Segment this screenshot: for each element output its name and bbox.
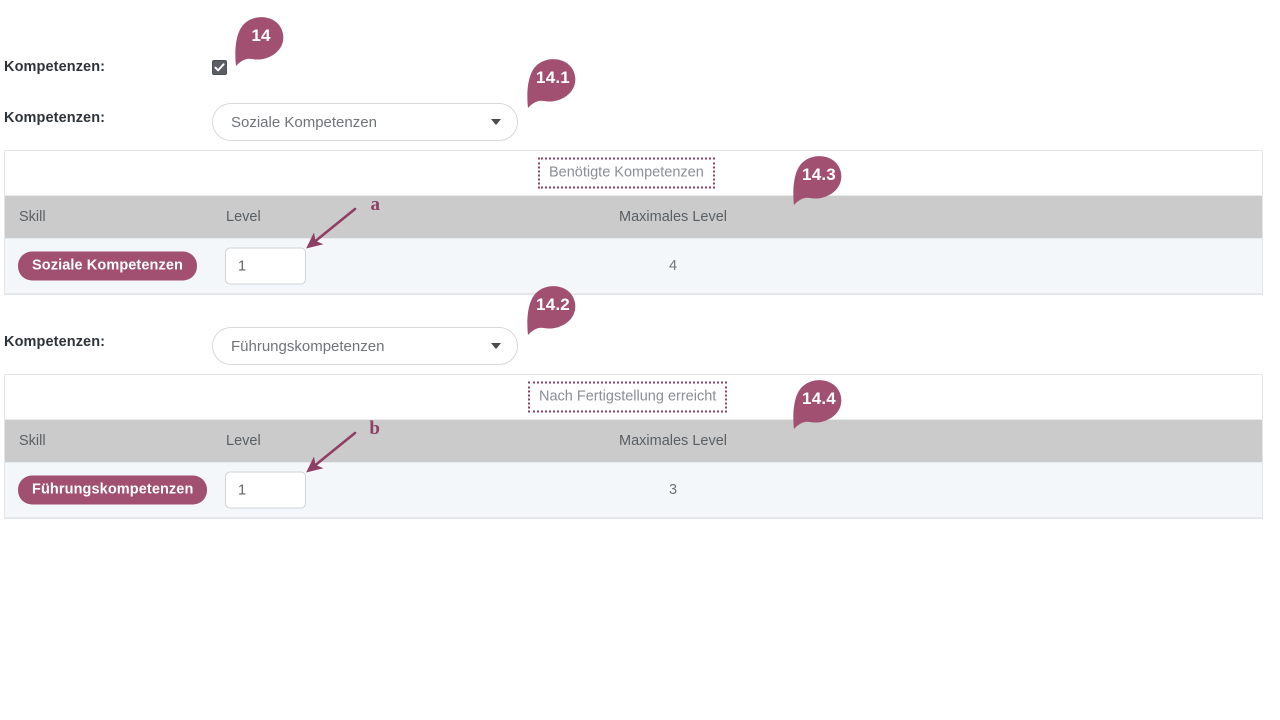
table-row: Führungskompetenzen 1 3 bbox=[5, 462, 1262, 518]
pin-shape-icon bbox=[235, 17, 284, 66]
annotation-arrow-a: a bbox=[300, 194, 381, 256]
kompetenzen-select-label-1: Kompetenzen: bbox=[4, 110, 106, 126]
table-caption-1: Benötigte Kompetenzen bbox=[538, 157, 715, 189]
skill-table-2: Nach Fertigstellung erreicht Skill Level… bbox=[4, 374, 1263, 519]
table-caption-row-1: Benötigte Kompetenzen bbox=[5, 151, 1262, 196]
table-row: Soziale Kompetenzen 1 4 bbox=[5, 238, 1262, 294]
column-header-skill-1: Skill bbox=[19, 209, 46, 225]
level-input-2[interactable]: 1 bbox=[225, 471, 306, 509]
max-level-value-1: 4 bbox=[668, 258, 678, 274]
level-input-1[interactable]: 1 bbox=[225, 247, 306, 285]
pin-shape-icon bbox=[527, 286, 576, 335]
annotation-letter-a: a bbox=[370, 194, 381, 215]
callout-pin-14-2: 14.2 bbox=[522, 283, 578, 339]
kompetenzen-select-2[interactable]: Führungskompetenzen bbox=[212, 327, 518, 365]
skill-badge-1: Soziale Kompetenzen bbox=[18, 251, 197, 281]
callout-pin-14-3: 14.3 bbox=[788, 153, 844, 209]
kompetenzen-select-1[interactable]: Soziale Kompetenzen bbox=[212, 103, 518, 141]
checkbox-form-row: Kompetenzen: bbox=[0, 52, 1280, 82]
kompetenzen-checkbox[interactable] bbox=[212, 60, 227, 75]
column-header-level-1: Level bbox=[226, 209, 261, 225]
annotation-letter-b: b bbox=[369, 418, 380, 439]
column-header-skill-2: Skill bbox=[19, 433, 46, 449]
callout-pin-14: 14 bbox=[230, 14, 286, 70]
pin-shape-icon bbox=[793, 156, 842, 205]
select-form-row-2: Kompetenzen: Führungskompetenzen bbox=[0, 327, 1280, 365]
column-header-max-level-1: Maximales Level bbox=[619, 209, 727, 225]
kompetenzen-select-2-value: Führungskompetenzen bbox=[231, 337, 385, 355]
table-caption-row-2: Nach Fertigstellung erreicht bbox=[5, 375, 1262, 420]
skill-badge-2: Führungskompetenzen bbox=[18, 475, 208, 505]
select-form-row-1: Kompetenzen: Soziale Kompetenzen bbox=[0, 103, 1280, 141]
kompetenzen-select-1-value: Soziale Kompetenzen bbox=[231, 113, 377, 131]
chevron-down-icon[interactable] bbox=[491, 119, 501, 125]
annotation-arrow-b: b bbox=[300, 418, 380, 480]
callout-pin-14-1: 14.1 bbox=[522, 56, 578, 112]
kompetenzen-select-label-2: Kompetenzen: bbox=[4, 334, 106, 350]
check-icon bbox=[214, 63, 225, 72]
pin-shape-icon bbox=[793, 380, 842, 429]
table-caption-2: Nach Fertigstellung erreicht bbox=[528, 381, 728, 413]
chevron-down-icon[interactable] bbox=[491, 343, 501, 349]
max-level-value-2: 3 bbox=[668, 482, 678, 498]
kompetenzen-checkbox-label: Kompetenzen: bbox=[4, 59, 106, 75]
callout-pin-14-4: 14.4 bbox=[788, 377, 844, 433]
column-header-level-2: Level bbox=[226, 433, 261, 449]
column-header-max-level-2: Maximales Level bbox=[619, 433, 727, 449]
pin-shape-icon bbox=[527, 59, 576, 108]
table-header-row-1: Skill Level Maximales Level bbox=[5, 196, 1262, 238]
skill-table-1: Benötigte Kompetenzen Skill Level Maxima… bbox=[4, 150, 1263, 295]
table-header-row-2: Skill Level Maximales Level bbox=[5, 420, 1262, 462]
